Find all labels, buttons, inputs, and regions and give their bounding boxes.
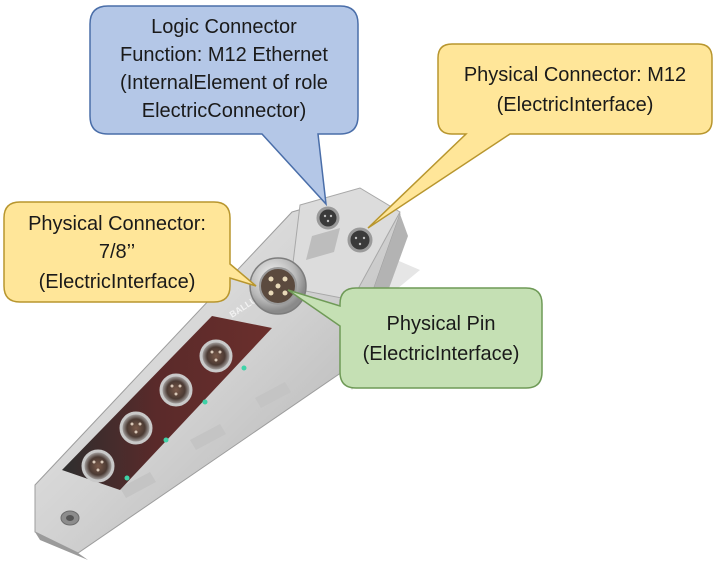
- m12-port-4: [81, 449, 115, 483]
- physical-78-line-2: 7/8’’: [99, 241, 135, 263]
- physical-m12-callout: [367, 43, 713, 229]
- connector-pin: [282, 290, 288, 296]
- port-row: [81, 339, 233, 483]
- m12-ethernet-port-2: [347, 227, 373, 253]
- logic-connector-line-1: Logic Connector: [151, 16, 297, 38]
- rail-rib: [255, 382, 291, 408]
- m12-port-1: [199, 339, 233, 373]
- pin-dot: [92, 460, 96, 464]
- pin-dot: [178, 384, 182, 388]
- physical-78-line-1: Physical Connector:: [28, 213, 206, 235]
- m12-port-2: [159, 373, 193, 407]
- physical-78-text: Physical Connector: 7/8’’ (ElectricInter…: [28, 213, 206, 293]
- physical-m12-line-1: Physical Connector: M12: [464, 64, 686, 86]
- pin-dot: [218, 350, 222, 354]
- status-led: [241, 365, 247, 371]
- connector-pin: [282, 276, 288, 282]
- pin-dot: [96, 468, 100, 472]
- io-module-device: BALLUFF: [34, 187, 420, 560]
- logic-connector-callout: [89, 5, 359, 207]
- physical-pin-line-2: (ElectricInterface): [363, 343, 520, 365]
- label-plate: [306, 228, 340, 260]
- physical-pin-text: Physical Pin (ElectricInterface): [363, 313, 520, 365]
- physical-pin-callout: [287, 287, 543, 389]
- pin-dot: [174, 392, 178, 396]
- m12-port-3: [119, 411, 153, 445]
- pin-dot: [214, 358, 218, 362]
- pin-dot: [100, 460, 104, 464]
- rail-rib: [120, 472, 156, 498]
- physical-78-line-3: (ElectricInterface): [39, 271, 196, 293]
- physical-pin-line-1: Physical Pin: [387, 313, 496, 335]
- connector-pin: [268, 276, 274, 282]
- mounting-hole-center: [66, 515, 74, 521]
- status-led: [202, 399, 208, 405]
- pin-dot: [362, 236, 366, 240]
- pin-dot: [170, 384, 174, 388]
- physical-m12-text: Physical Connector: M12 (ElectricInterfa…: [464, 64, 686, 116]
- pin-dot: [354, 236, 358, 240]
- pin-dot: [323, 214, 327, 218]
- status-led: [124, 475, 130, 481]
- physical-m12-line-2: (ElectricInterface): [497, 94, 654, 116]
- pin-dot: [130, 422, 134, 426]
- pin-dot: [138, 422, 142, 426]
- m12-ethernet-port-1: [316, 206, 340, 230]
- housing-bottom-face: [35, 532, 88, 560]
- pin-dot: [210, 350, 214, 354]
- rail-rib: [190, 424, 226, 450]
- logic-connector-line-2: Function: M12 Ethernet: [120, 44, 328, 66]
- pin-dot: [134, 430, 138, 434]
- connector-pin: [275, 283, 281, 289]
- pin-dot: [329, 214, 333, 218]
- status-led: [163, 437, 169, 443]
- logic-connector-text: Logic Connector Function: M12 Ethernet (…: [120, 16, 328, 122]
- connector-pin: [268, 290, 274, 296]
- logic-connector-line-4: ElectricConnector): [142, 100, 307, 122]
- physical-78-callout: [3, 201, 257, 303]
- pin-dot: [326, 219, 330, 223]
- pin-dot: [358, 242, 362, 246]
- logic-connector-line-3: (InternalElement of role: [120, 72, 328, 94]
